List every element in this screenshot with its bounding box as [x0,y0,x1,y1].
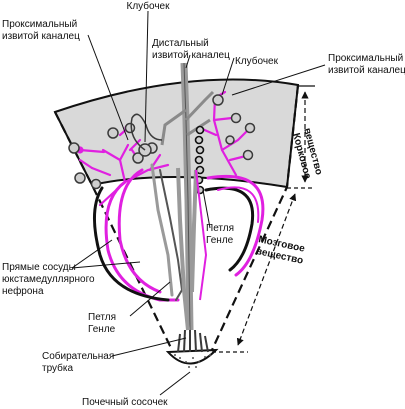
label-glomerulus-right: Клубочек [235,55,279,67]
label-distal-1: Дистальный [152,38,209,49]
label-proximal-left-1: Проксимальный [2,19,77,30]
label-proximal-left-2: извитой каналец [2,31,80,42]
label-collecting-1: Собирательная [42,350,114,362]
label-distal-2: извитой каналец [152,50,230,61]
label-papilla: Почечный сосочек [82,397,168,408]
center-descending-tubules [176,167,208,331]
label-glomerulus-top: Клубочек [127,0,171,12]
collecting-duct-bundle [177,328,209,353]
label-vasa-recta-2: юкстамедуллярного [2,274,95,285]
region-braces [212,85,315,353]
top-glomerulus [130,113,163,157]
label-henle-mid-1: Петля [206,223,234,234]
label-proximal-right-1: Проксимальный [328,53,403,64]
left-juxtamedullary-loop [92,163,184,302]
label-vasa-recta-1: Прямые сосуды [2,262,76,273]
right-convoluted-tubule [194,125,205,195]
label-henle-low-1: Петля [88,312,116,323]
right-glomeruli [212,94,256,161]
label-henle-low-2: Генле [88,324,116,335]
cortex-region [53,78,300,189]
label-henle-mid-2: Генле [206,235,234,246]
renal-papilla [165,348,219,368]
cortex-medulla-boundary [91,176,288,188]
label-vasa-recta-3: нефрона [2,285,44,297]
leader-lines [71,10,326,396]
label-proximal-right-2: извитой каналец [328,65,405,76]
label-collecting-2: трубка [42,362,73,374]
